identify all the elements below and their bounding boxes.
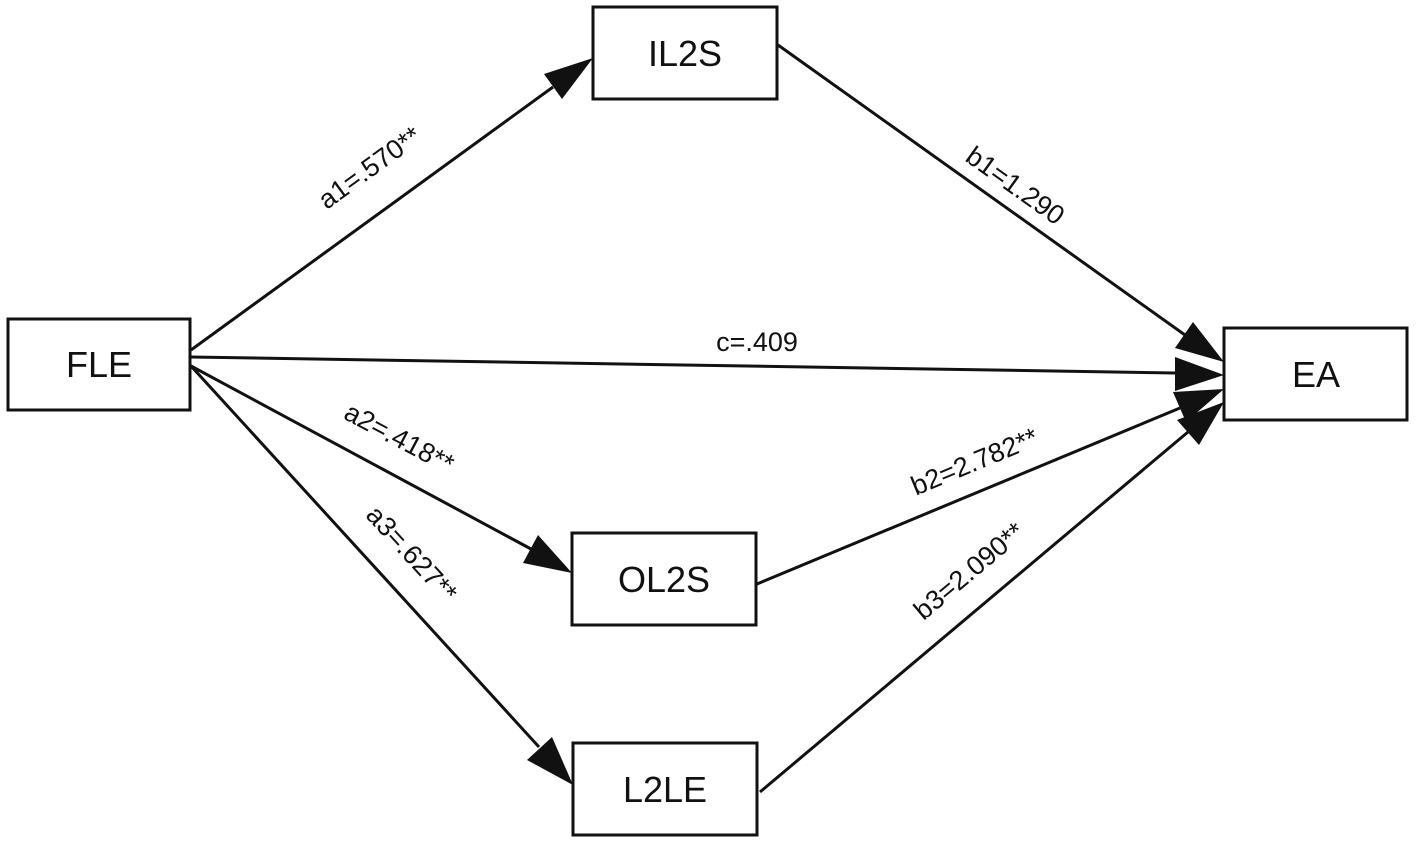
node-l2le: L2LE [571, 741, 759, 837]
node-fle: FLE [6, 317, 192, 412]
node-l2le-label: L2LE [623, 769, 707, 810]
node-il2s: IL2S [591, 5, 779, 101]
edge-c-label: c=.409 [716, 327, 798, 357]
edge-b3-label: b3=2.090** [908, 516, 1031, 626]
edge-b1-line [777, 43, 1186, 337]
edge-c: c=.409 [190, 327, 1224, 391]
edge-a1-arrowhead [544, 58, 593, 99]
edge-c-arrowhead [1175, 357, 1224, 391]
edge-b3-line [759, 430, 1189, 794]
edge-a2-arrowhead [523, 535, 572, 573]
edge-b3-arrowhead [1177, 402, 1224, 445]
edge-c-line [190, 355, 1176, 375]
edge-a2-label: a2=.418** [339, 397, 459, 480]
node-ol2s-label: OL2S [618, 559, 710, 600]
edge-b2-arrowhead [1173, 389, 1224, 422]
edge-a3-line [189, 364, 541, 749]
node-ea-box [1222, 326, 1409, 422]
edge-b1: b1=1.290 [777, 43, 1224, 362]
edge-b2-line [756, 406, 1181, 586]
node-fle-label: FLE [66, 344, 132, 385]
node-ol2s-box [570, 531, 758, 627]
node-ea: EA [1222, 326, 1409, 422]
edge-a3-label: a3=.627** [360, 500, 463, 609]
edge-a1-label: a1=.570** [313, 120, 428, 215]
node-il2s-box [591, 5, 779, 101]
node-l2le-box [571, 741, 759, 837]
edge-b1-arrowhead [1175, 322, 1224, 362]
edge-a1: a1=.570** [190, 58, 593, 352]
node-il2s-label: IL2S [648, 33, 722, 74]
node-ea-label: EA [1292, 354, 1340, 395]
nodes: FLE IL2S OL2S L2LE EA [6, 5, 1409, 837]
edge-a3-arrowhead [527, 737, 573, 785]
edges: a1=.570** a2=.418** a3=.627** c=.409 b1=… [189, 43, 1224, 794]
edge-a2-line [190, 364, 532, 551]
node-fle-box [6, 317, 192, 412]
node-ol2s: OL2S [570, 531, 758, 627]
edge-b2-label: b2=2.782** [907, 422, 1043, 501]
edge-a1-line [190, 85, 554, 352]
